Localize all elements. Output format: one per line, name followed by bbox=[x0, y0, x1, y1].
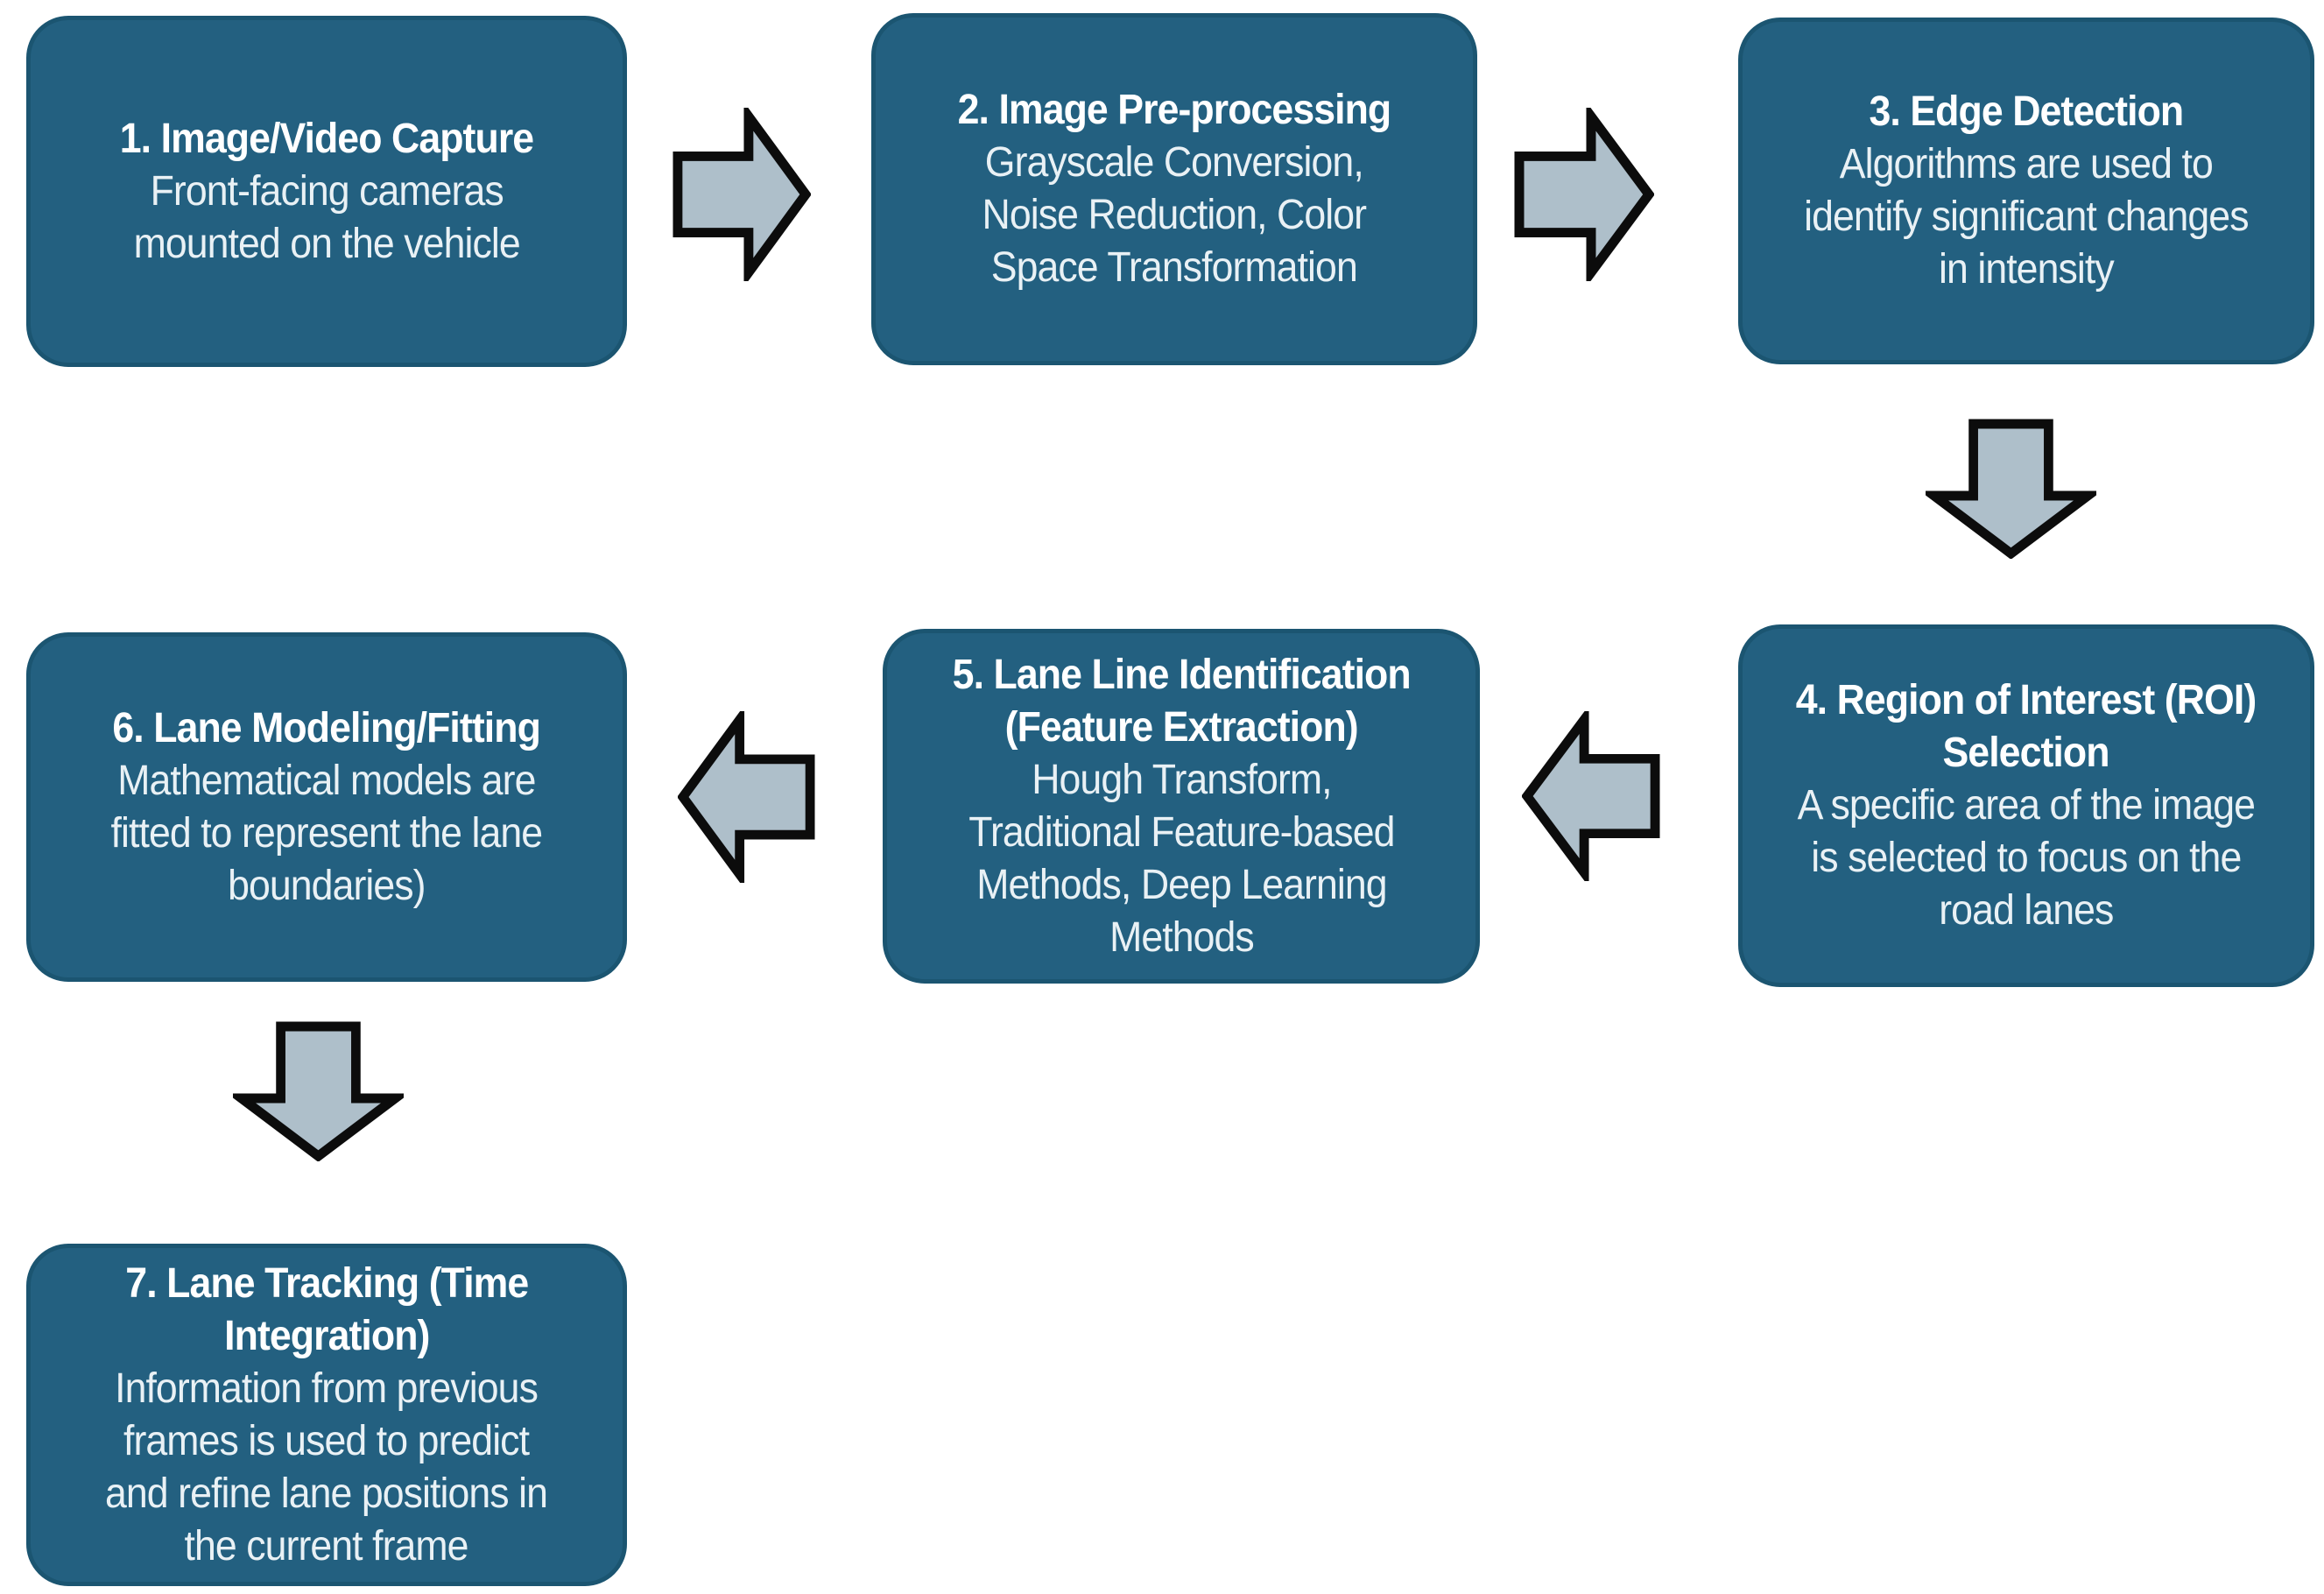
step-7-body: Information from previous frames is used… bbox=[105, 1365, 548, 1569]
step-2-body: Grayscale Conversion, Noise Reduction, C… bbox=[982, 139, 1367, 291]
step-box-lane-line-identification: 5. Lane Line Identification (Feature Ext… bbox=[883, 629, 1480, 984]
step-3-body: Algorithms are used to identify signific… bbox=[1804, 141, 2249, 293]
flow-arrow-left-5-to-6-icon bbox=[678, 711, 815, 883]
flow-arrow-down-3-to-4-icon bbox=[1926, 419, 2096, 559]
step-3-title: 3. Edge Detection bbox=[1869, 88, 2185, 135]
step-5-title: 5. Lane Line Identification (Feature Ext… bbox=[952, 651, 1411, 751]
flow-arrow-left-4-to-5-icon bbox=[1522, 711, 1660, 881]
step-6-title: 6. Lane Modeling/Fitting bbox=[112, 704, 541, 751]
flow-arrow-right-1-to-2-icon bbox=[673, 108, 811, 281]
step-box-image-pre-processing: 2. Image Pre-processing Grayscale Conver… bbox=[871, 13, 1477, 365]
step-7-title: 7. Lane Tracking (Time Integration) bbox=[124, 1259, 529, 1359]
step-6-body: Mathematical models are fitted to repres… bbox=[110, 757, 544, 909]
step-box-lane-modeling-fitting: 6. Lane Modeling/Fitting Mathematical mo… bbox=[26, 632, 627, 982]
flow-arrow-right-2-to-3-icon bbox=[1514, 108, 1654, 281]
step-4-title: 4. Region of Interest (ROI) Selection bbox=[1796, 677, 2257, 776]
step-2-title: 2. Image Pre-processing bbox=[957, 87, 1392, 133]
step-5-body: Hough Transform, Traditional Feature-bas… bbox=[968, 756, 1395, 961]
step-box-lane-tracking: 7. Lane Tracking (Time Integration) Info… bbox=[26, 1244, 627, 1586]
flow-arrow-down-6-to-7-icon bbox=[233, 1021, 404, 1161]
step-1-title: 1. Image/Video Capture bbox=[119, 115, 534, 162]
step-box-roi-selection: 4. Region of Interest (ROI) Selection A … bbox=[1738, 624, 2314, 987]
step-4-body: A specific area of the image is selected… bbox=[1797, 782, 2256, 934]
step-box-edge-detection: 3. Edge Detection Algorithms are used to… bbox=[1738, 18, 2314, 364]
step-box-image-video-capture: 1. Image/Video Capture Front-facing came… bbox=[26, 16, 627, 367]
step-1-body: Front-facing cameras mounted on the vehi… bbox=[133, 167, 520, 267]
